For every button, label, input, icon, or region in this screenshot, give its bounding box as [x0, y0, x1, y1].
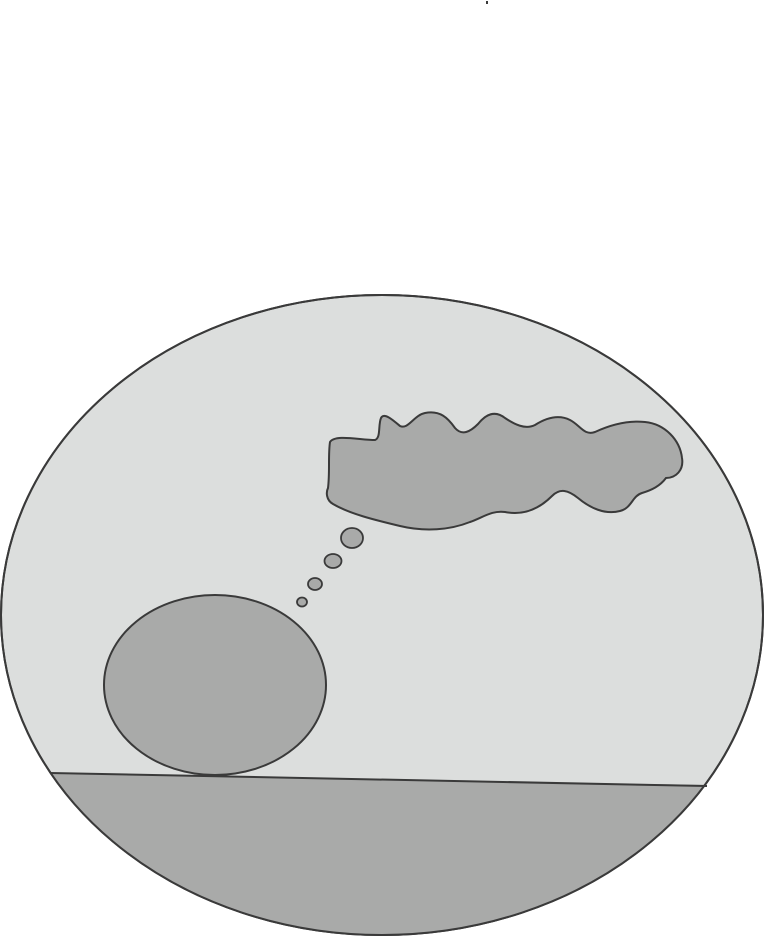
stray-speck [486, 1, 488, 4]
frame-outline [0, 294, 764, 936]
thought-bubble-medium [307, 577, 323, 591]
thought-bubble-large [323, 553, 343, 569]
thought-cloud-icon [325, 411, 684, 531]
ball-icon [103, 594, 327, 776]
ground-line [49, 772, 708, 787]
ground-plane-icon [1, 773, 763, 935]
thought-bubble-trail-icon [296, 527, 364, 608]
thought-bubble-small [296, 596, 308, 608]
thought-bubble-largest [340, 527, 364, 549]
